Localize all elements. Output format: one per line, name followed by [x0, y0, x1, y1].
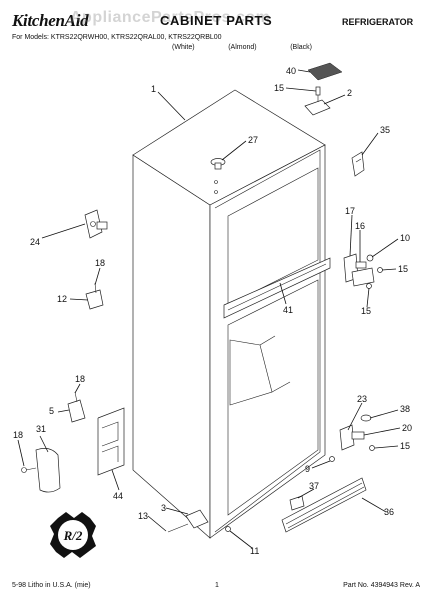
callout-numbers: 40 15 2 1 27 35 24 17 16 10 15 18 12 41 … — [13, 66, 412, 556]
callout-40: 40 — [286, 66, 296, 76]
seal-text: R/2 — [63, 528, 83, 543]
callout-20: 20 — [402, 423, 412, 433]
bracket-44 — [97, 407, 125, 476]
clip-37 — [289, 495, 305, 511]
callout-15d: 15 — [400, 441, 410, 451]
bottom-hinge — [339, 414, 375, 451]
variant-black: (Black) — [290, 44, 312, 51]
callout-12: 12 — [57, 294, 67, 304]
callout-16: 16 — [355, 221, 365, 231]
callout-15c: 15 — [361, 306, 371, 316]
top-hinge-2 — [304, 86, 331, 116]
callout-17: 17 — [345, 206, 355, 216]
variant-white: (White) — [172, 44, 195, 51]
screw-9 — [329, 456, 335, 462]
color-variants: (White) (Almond) (Black) — [172, 44, 312, 51]
toe-grille-36 — [281, 477, 367, 533]
middle-hinge — [343, 253, 383, 289]
callout-41: 41 — [283, 305, 293, 315]
callout-3: 3 — [161, 503, 166, 513]
callout-35: 35 — [380, 125, 390, 135]
callout-38: 38 — [400, 404, 410, 414]
callout-15b: 15 — [398, 264, 408, 274]
product-type: REFRIGERATOR — [342, 17, 414, 27]
callout-13: 13 — [138, 511, 148, 521]
callout-18c: 18 — [13, 430, 23, 440]
callout-27: 27 — [248, 135, 258, 145]
leveler-3 — [167, 509, 231, 533]
callout-31: 31 — [36, 424, 46, 434]
callout-36: 36 — [384, 507, 394, 517]
part-35 — [351, 151, 365, 177]
r2-seal-logo: R/2 — [50, 512, 96, 558]
footer-litho: 5-98 Litho in U.S.A. (mie) — [12, 582, 91, 589]
callout-5: 5 — [49, 406, 54, 416]
part-12 — [85, 282, 104, 310]
variant-almond: (Almond) — [228, 44, 257, 51]
callout-11: 11 — [250, 546, 259, 556]
callout-2: 2 — [347, 88, 352, 98]
callout-23: 23 — [357, 394, 367, 404]
page-title: CABINET PARTS — [160, 13, 273, 28]
part-24 — [84, 209, 108, 239]
callout-24: 24 — [30, 237, 40, 247]
callout-44: 44 — [113, 491, 123, 501]
cover-31 — [21, 448, 61, 493]
watermark: AppliancePartsPros.com — [70, 9, 271, 26]
footer-part-number: Part No. 4394943 Rev. A — [343, 582, 420, 589]
part-5 — [67, 391, 86, 423]
footer-page-number: 1 — [215, 582, 219, 589]
hinge-cover-40 — [307, 62, 343, 81]
callout-37: 37 — [309, 481, 319, 491]
callout-15: 15 — [274, 83, 284, 93]
cabinet — [132, 89, 331, 539]
callout-18: 18 — [95, 258, 105, 268]
callout-1: 1 — [151, 84, 156, 94]
callout-10: 10 — [400, 233, 410, 243]
models-line: For Models: KTRS22QRWH00, KTRS22QRAL00, … — [12, 34, 222, 41]
callout-18b: 18 — [75, 374, 85, 384]
callout-9: 9 — [305, 464, 310, 474]
leader-lines — [17, 69, 401, 549]
brand-logo: KitchenAid — [12, 11, 89, 30]
